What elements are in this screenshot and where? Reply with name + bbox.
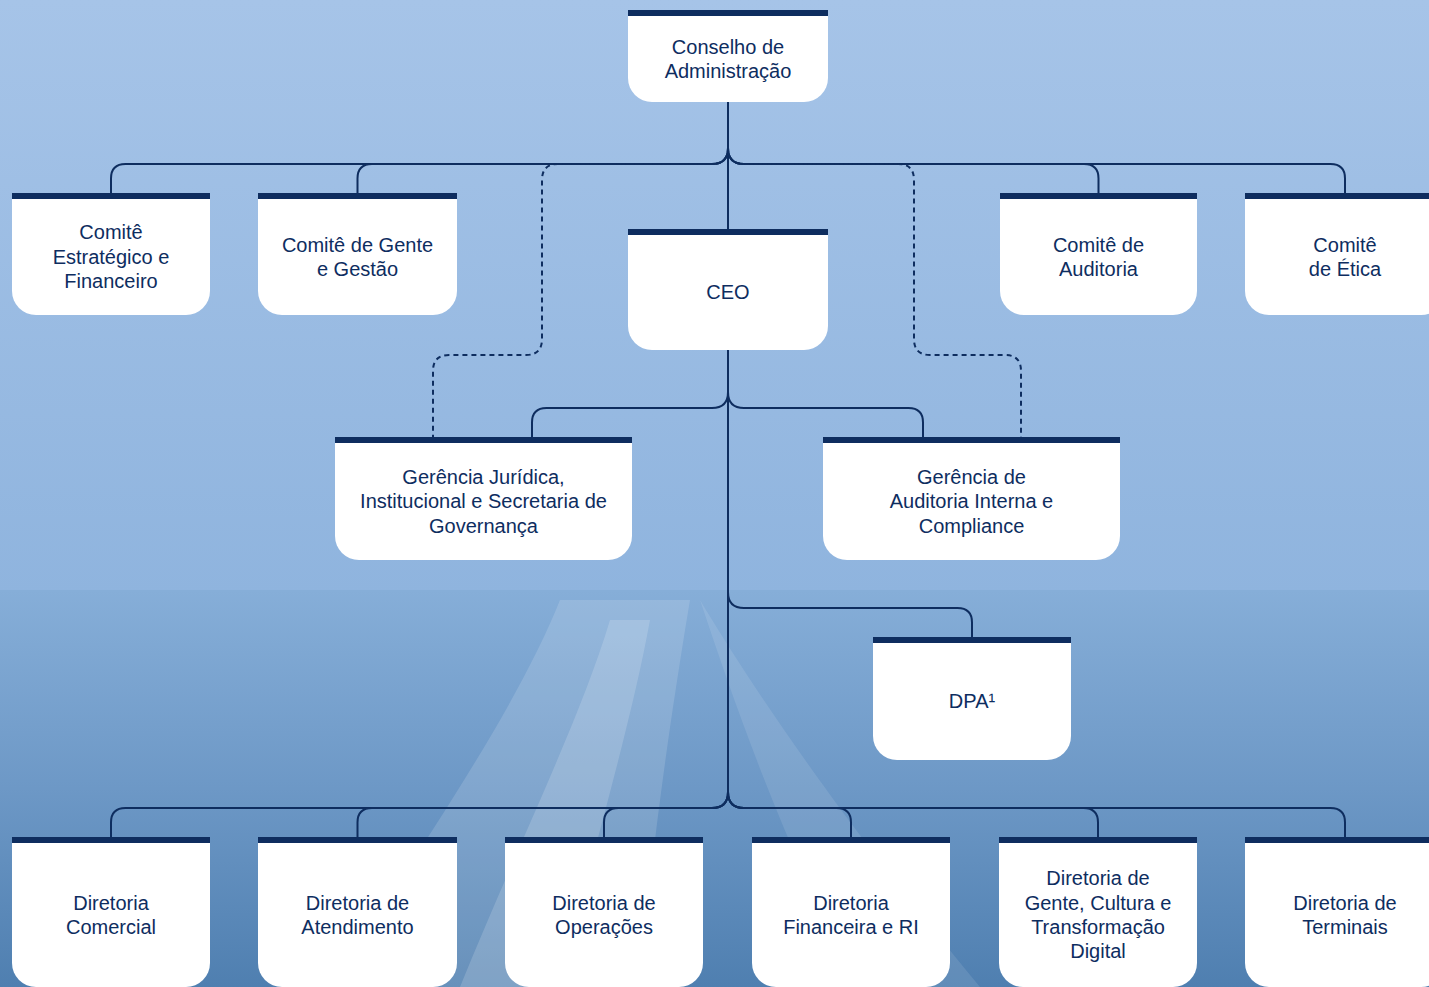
org-connector — [728, 350, 851, 837]
box-label: Comitê de Auditoria — [1039, 233, 1159, 282]
org-connector — [358, 350, 729, 837]
org-connector — [358, 102, 729, 193]
org-connector — [604, 350, 728, 837]
committee-box: Comitê de Gente e Gestão — [258, 193, 457, 315]
org-connector — [728, 102, 1345, 193]
org-connector — [728, 350, 1345, 837]
board-box: Conselho de Administração — [628, 10, 828, 102]
box-label: Diretoria Financeira e RI — [776, 891, 926, 940]
directorate-box: Diretoria Comercial — [12, 837, 210, 987]
box-label: Conselho de Administração — [653, 35, 803, 84]
box-label: Comitê de Gente e Gestão — [278, 233, 438, 282]
ceo-box: CEO — [628, 229, 828, 350]
box-label: DPA¹ — [949, 689, 995, 713]
box-label: Diretoria de Operações — [539, 891, 669, 940]
directorate-box: Diretoria Financeira e RI — [752, 837, 950, 987]
committee-box: Comitê de Ética — [1245, 193, 1429, 315]
directorate-box: Diretoria de Terminais — [1245, 837, 1429, 987]
dpa-box: DPA¹ — [873, 637, 1071, 760]
management-box: Gerência de Auditoria Interna e Complian… — [823, 437, 1120, 560]
box-label: Comitê Estratégico e Financeiro — [46, 220, 176, 293]
org-connector — [728, 102, 1099, 193]
org-connector — [728, 350, 1098, 837]
committee-box: Comitê Estratégico e Financeiro — [12, 193, 210, 315]
org-connector — [111, 102, 728, 193]
directorate-box: Diretoria de Gente, Cultura e Transforma… — [999, 837, 1197, 987]
org-connector — [728, 350, 923, 437]
box-label: Diretoria de Terminais — [1280, 891, 1410, 940]
box-label: Gerência de Auditoria Interna e Complian… — [884, 465, 1059, 538]
box-label: CEO — [706, 280, 749, 304]
sky — [0, 0, 1429, 595]
box-label: Comitê de Ética — [1300, 233, 1390, 282]
box-label: Diretoria de Atendimento — [290, 891, 425, 940]
committee-box: Comitê de Auditoria — [1000, 193, 1197, 315]
box-label: Diretoria de Gente, Cultura e Transforma… — [1016, 866, 1181, 964]
directorate-box: Diretoria de Atendimento — [258, 837, 457, 987]
directorate-box: Diretoria de Operações — [505, 837, 703, 987]
box-label: Diretoria Comercial — [56, 891, 166, 940]
management-box: Gerência Jurídica, Institucional e Secre… — [335, 437, 632, 560]
org-connector — [111, 350, 728, 837]
box-label: Gerência Jurídica, Institucional e Secre… — [349, 465, 619, 538]
org-connector — [532, 350, 728, 437]
sea — [0, 590, 1429, 987]
